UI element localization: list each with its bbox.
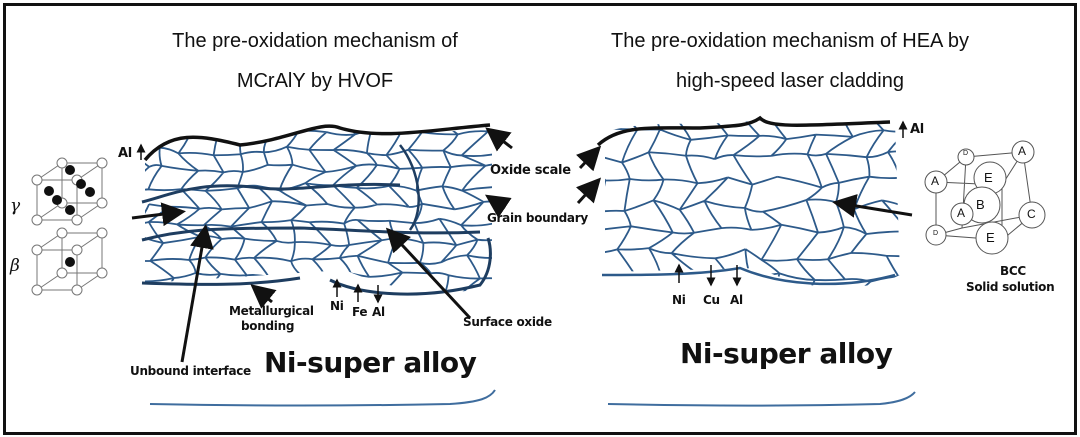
fe-label: Fe bbox=[352, 305, 368, 319]
oxide-scale-left bbox=[143, 123, 491, 162]
diffusion-arrows bbox=[136, 120, 908, 304]
atom-label: E bbox=[986, 230, 995, 245]
atom-label: B bbox=[976, 197, 985, 212]
grain-boundaries bbox=[605, 120, 900, 288]
arrow-surface-oxide bbox=[385, 227, 472, 320]
solid-solution-label: Solid solution bbox=[966, 280, 1055, 294]
arrow-unbound-interface bbox=[180, 224, 214, 363]
beta-unit-cell bbox=[31, 227, 108, 296]
grain-boundary-label: Grain boundary bbox=[487, 211, 588, 225]
substrate-line-left bbox=[149, 389, 496, 407]
grain-mesh-left bbox=[145, 126, 492, 293]
atom-label: D bbox=[963, 150, 969, 157]
bcc-unit-cell bbox=[924, 140, 1046, 255]
splat-boundary bbox=[141, 182, 401, 204]
oxide-scale-right bbox=[596, 115, 891, 147]
arrow-grain-boundary-right bbox=[576, 177, 602, 205]
right-title-line2: high-speed laser cladding bbox=[676, 70, 904, 92]
al-label-diffusion-right: Al bbox=[730, 293, 743, 307]
oxide-scale-label: Oxide scale bbox=[490, 163, 571, 178]
al-label-right: Al bbox=[910, 122, 924, 137]
atom-label: A bbox=[957, 206, 966, 220]
arrow-grain-boundary bbox=[485, 194, 512, 218]
al-label-left: Al bbox=[118, 146, 132, 161]
gamma-label: γ bbox=[10, 196, 21, 216]
atom-label: E bbox=[984, 170, 993, 185]
arrow-oxide-scale-right bbox=[575, 145, 602, 172]
figure-frame bbox=[3, 3, 1077, 435]
grain-boundaries bbox=[145, 126, 492, 293]
atom-label: A bbox=[931, 174, 940, 188]
beta-label: β bbox=[10, 256, 20, 276]
left-title-line2: MCrAlY by HVOF bbox=[236, 70, 394, 92]
left-title-line1: The pre-oxidation mechanism of bbox=[172, 30, 458, 52]
atom-label: D bbox=[933, 230, 939, 237]
arrow-bcc bbox=[832, 194, 913, 218]
splat-boundary bbox=[399, 144, 420, 231]
substrate-label-right: Ni-super alloy bbox=[680, 337, 893, 370]
bcc-label: BCC bbox=[1000, 264, 1026, 278]
surface-oxide-label: Surface oxide bbox=[463, 315, 552, 329]
atom-label: C bbox=[1027, 207, 1036, 221]
arrow-metallurgical bbox=[250, 284, 277, 309]
atom-label: A bbox=[1018, 144, 1027, 158]
bonding-label: bonding bbox=[241, 319, 295, 333]
ni-label-right: Ni bbox=[672, 293, 686, 307]
cu-label: Cu bbox=[703, 293, 720, 307]
al-label-diffusion-left: Al bbox=[372, 305, 385, 319]
arrow-oxide-scale bbox=[485, 127, 513, 152]
arrow-left-input bbox=[131, 202, 186, 227]
metallurgical-label: Metallurgical bbox=[229, 304, 314, 318]
annotation-arrows bbox=[131, 127, 913, 363]
interface-right bbox=[601, 266, 896, 286]
gamma-unit-cell bbox=[31, 157, 108, 226]
ni-label-left: Ni bbox=[330, 299, 344, 313]
splat-boundary bbox=[141, 226, 481, 242]
substrate-label-left: Ni-super alloy bbox=[264, 346, 477, 379]
grain-mesh-right bbox=[605, 120, 900, 288]
unbound-interface-label: Unbound interface bbox=[130, 364, 251, 378]
right-title-line1: The pre-oxidation mechanism of HEA by bbox=[611, 30, 969, 52]
substrate-line-right bbox=[607, 391, 916, 407]
